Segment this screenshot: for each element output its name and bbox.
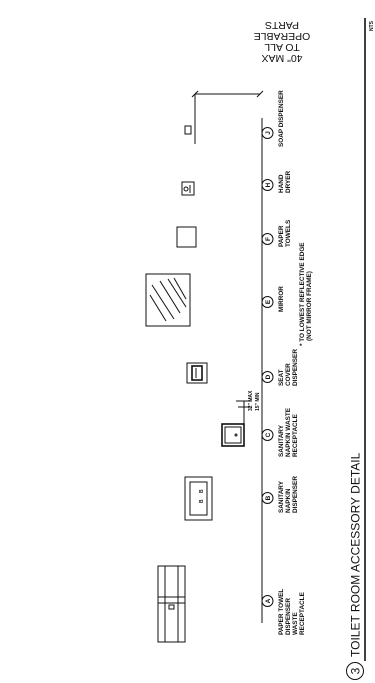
label-line: DISPENSER (292, 476, 299, 513)
label-line: RECEPTACLE (299, 591, 306, 635)
letter: E (265, 299, 272, 304)
detail-title: TOILET ROOM ACCESSORY DETAIL (349, 452, 363, 657)
letter: D (265, 374, 272, 379)
label-line: COVER (285, 363, 292, 386)
accessory-callout-h: H HAND DRYER (261, 170, 292, 193)
label-line: PAPER (278, 225, 285, 247)
mirror-note: (NOT MIRROR FRAME) (306, 271, 313, 341)
reach-note-line: 40" MAX (261, 52, 302, 64)
reach-note: 40" MAX TO ALL OPERABLE PARTS (254, 19, 311, 64)
sanitary-napkin-dispenser: B B (184, 476, 213, 521)
soap-dispenser (184, 125, 192, 135)
napkin-waste-receptacle: 32" MAX 15" MIN (221, 390, 261, 447)
letter: F (265, 237, 272, 241)
paper-towel-waste-unit (157, 565, 186, 643)
receptacle-dim-max: 32" MAX (248, 390, 254, 411)
letter-circle (261, 296, 274, 308)
reach-dimension (191, 90, 264, 144)
accessory-callout-e: E MIRROR * TO LOWEST REFLECTIVE EDGE (NO… (261, 242, 313, 346)
label-line: MIRROR (278, 286, 285, 312)
reach-note-line: TO ALL (264, 41, 300, 53)
scale-note: NTS (369, 20, 375, 31)
reach-note-line: PARTS (265, 19, 299, 31)
label-line: WASTE (292, 612, 299, 635)
letter-circle (261, 429, 274, 441)
letter: B (265, 495, 272, 500)
label-line: SOAP DISPENSER (278, 90, 285, 147)
label-line: RECEPTACLE (292, 413, 299, 457)
accessory-callout-c: C SANITARY NAPKIN WASTE RECEPTACLE (261, 407, 299, 457)
letter-circle (261, 595, 274, 607)
letter-circle (261, 492, 274, 504)
rotated-sheet: 3 TOILET ROOM ACCESSORY DETAIL NTS B B (145, 18, 375, 680)
letter: C (265, 432, 272, 437)
mirror-note: * TO LOWEST REFLECTIVE EDGE (299, 242, 306, 346)
detail-number-circle (346, 662, 364, 680)
accessory-callout-d: D SEAT COVER DISPENSER (261, 349, 299, 386)
letter: H (265, 182, 272, 187)
letter-circle (261, 371, 274, 383)
receptacle-dim-min: 15" MIN (255, 392, 261, 411)
label-line: DISPENSER (285, 598, 292, 635)
detail-number: 3 (349, 667, 363, 674)
accessory-callout-a: A PAPER TOWEL DISPENSER WASTE RECEPTACLE (261, 589, 306, 635)
accessory-callout-j: J SOAP DISPENSER (261, 90, 285, 147)
title-block: 3 TOILET ROOM ACCESSORY DETAIL NTS (346, 18, 375, 680)
label-line: PAPER TOWEL (278, 589, 285, 635)
accessory-callouts: A PAPER TOWEL DISPENSER WASTE RECEPTACLE… (261, 90, 313, 635)
accessory-callout-f: F PAPER TOWELS (261, 219, 292, 247)
seat-cover-dispenser (186, 362, 208, 384)
reach-note-line: OPERABLE (254, 30, 311, 42)
label-line: NAPKIN (285, 488, 292, 513)
hand-dryer (181, 181, 195, 196)
letter-circle (261, 233, 274, 245)
mirror (145, 273, 191, 327)
label-line: HAND (278, 174, 285, 193)
svg-text:B: B (199, 489, 205, 493)
label-line: DISPENSER (292, 349, 299, 386)
letter: A (265, 598, 272, 603)
accessory-callout-b: B SANITARY NAPKIN DISPENSER (261, 476, 299, 513)
label-line: TOWELS (285, 219, 292, 247)
label-line: SEAT (278, 369, 285, 386)
svg-text:B: B (199, 499, 205, 503)
paper-towel-dispenser (176, 226, 197, 248)
label-line: NAPKIN WASTE (285, 407, 292, 457)
label-line: DRYER (285, 170, 292, 193)
label-line: SANITARY (278, 480, 285, 513)
label-line: SANITARY (278, 424, 285, 457)
letter: J (265, 131, 272, 135)
letter-circle (261, 127, 274, 139)
letter-circle (261, 179, 274, 191)
